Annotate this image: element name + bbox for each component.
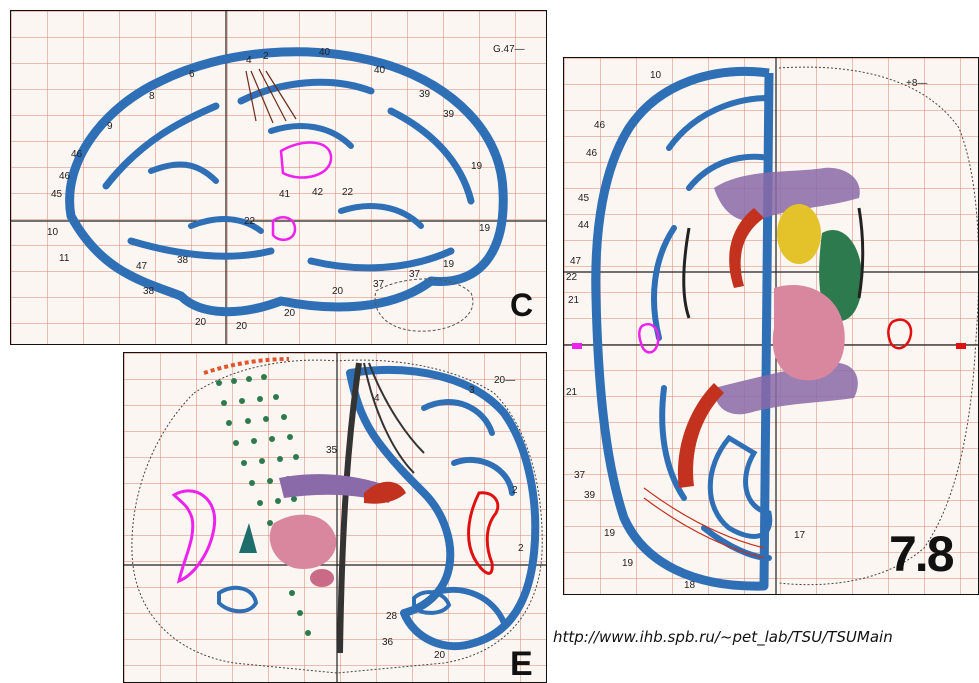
svg-text:17: 17 bbox=[794, 530, 806, 541]
panel-c-letter: C bbox=[510, 287, 533, 324]
svg-text:46: 46 bbox=[59, 171, 71, 182]
svg-text:22: 22 bbox=[342, 187, 354, 198]
svg-text:21: 21 bbox=[568, 295, 580, 306]
panel-e-coronal: 4 3 2 2 20 36 28 35 20— E bbox=[123, 352, 547, 683]
coronal-brain-drawing: 4 3 2 2 20 36 28 35 bbox=[124, 353, 547, 683]
svg-text:6: 6 bbox=[189, 69, 195, 80]
svg-text:37: 37 bbox=[574, 470, 586, 481]
svg-text:2: 2 bbox=[263, 51, 269, 62]
svg-text:46: 46 bbox=[586, 148, 598, 159]
svg-text:19: 19 bbox=[443, 259, 455, 270]
source-url: http://www.ihb.spb.ru/~pet_lab/TSU/TSUMa… bbox=[553, 628, 893, 646]
svg-text:45: 45 bbox=[51, 189, 63, 200]
svg-text:35: 35 bbox=[326, 445, 338, 456]
svg-text:20: 20 bbox=[284, 308, 296, 319]
svg-text:37: 37 bbox=[373, 279, 385, 290]
svg-text:20: 20 bbox=[195, 317, 207, 328]
svg-text:39: 39 bbox=[419, 89, 431, 100]
axial-brain-drawing: 10 46 46 45 44 47 22 21 21 37 39 19 19 18 17 bbox=[564, 58, 979, 595]
panel-78-letter: 7.8 bbox=[889, 525, 953, 583]
svg-text:19: 19 bbox=[622, 558, 634, 569]
panel-e-letter: E bbox=[510, 645, 533, 683]
svg-text:20: 20 bbox=[332, 286, 344, 297]
svg-text:42: 42 bbox=[312, 187, 324, 198]
panel-78-reference: +8— bbox=[906, 78, 927, 89]
svg-text:22: 22 bbox=[244, 216, 256, 227]
svg-text:9: 9 bbox=[107, 121, 113, 132]
svg-text:2: 2 bbox=[518, 543, 524, 554]
svg-text:11: 11 bbox=[59, 253, 70, 264]
svg-text:20: 20 bbox=[236, 321, 248, 332]
svg-text:10: 10 bbox=[650, 70, 662, 81]
svg-text:2: 2 bbox=[512, 485, 518, 496]
svg-text:38: 38 bbox=[143, 286, 155, 297]
svg-text:39: 39 bbox=[443, 109, 455, 120]
svg-text:44: 44 bbox=[578, 220, 590, 231]
svg-text:18: 18 bbox=[684, 580, 696, 591]
svg-text:19: 19 bbox=[604, 528, 616, 539]
svg-text:4: 4 bbox=[246, 55, 252, 66]
panel-78-axial: 10 46 46 45 44 47 22 21 21 37 39 19 19 18 17 +8— 7… bbox=[563, 57, 979, 595]
svg-text:46: 46 bbox=[594, 120, 606, 131]
svg-text:20: 20 bbox=[434, 650, 446, 661]
svg-text:40: 40 bbox=[374, 65, 386, 76]
svg-text:8: 8 bbox=[149, 91, 155, 102]
svg-text:41: 41 bbox=[279, 189, 291, 200]
svg-text:36: 36 bbox=[382, 637, 394, 648]
svg-text:19: 19 bbox=[471, 161, 483, 172]
svg-text:28: 28 bbox=[386, 611, 398, 622]
svg-text:22: 22 bbox=[566, 272, 578, 283]
svg-text:39: 39 bbox=[584, 490, 596, 501]
svg-text:47: 47 bbox=[570, 256, 582, 267]
svg-text:38: 38 bbox=[177, 255, 189, 266]
svg-text:47: 47 bbox=[136, 261, 148, 272]
svg-text:46: 46 bbox=[71, 149, 83, 160]
svg-text:45: 45 bbox=[578, 193, 590, 204]
panel-e-reference: 20— bbox=[494, 375, 515, 386]
svg-text:3: 3 bbox=[469, 385, 475, 396]
svg-text:21: 21 bbox=[566, 387, 578, 398]
svg-text:10: 10 bbox=[47, 227, 59, 238]
svg-text:37: 37 bbox=[409, 269, 421, 280]
panel-c-reference: G.47— bbox=[493, 44, 525, 55]
svg-text:19: 19 bbox=[479, 223, 491, 234]
svg-text:4: 4 bbox=[374, 393, 380, 404]
svg-text:40: 40 bbox=[319, 47, 331, 58]
